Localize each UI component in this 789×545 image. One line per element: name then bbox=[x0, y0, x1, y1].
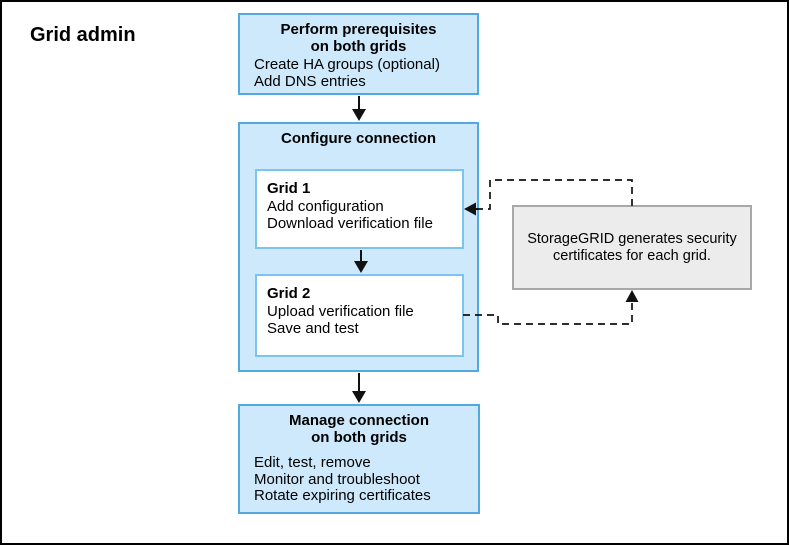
box-perform-prerequisites: Perform prerequisites on both grids Crea… bbox=[238, 13, 479, 95]
arrow-configure-to-manage bbox=[352, 373, 366, 403]
grid2-title: Grid 2 bbox=[267, 285, 311, 302]
prerequisites-title: Perform prerequisites on both grids bbox=[280, 21, 437, 55]
box-storagegrid-note: StorageGRID generates security certifica… bbox=[512, 205, 752, 290]
box-grid1: Grid 1 Add configuration Download verifi… bbox=[255, 169, 464, 249]
grid1-body: Add configuration Download verification … bbox=[267, 198, 433, 232]
box-manage-connection: Manage connection on both grids Edit, te… bbox=[238, 404, 480, 514]
dashed-connector-grid2-to-note bbox=[463, 290, 639, 325]
grid1-title: Grid 1 bbox=[267, 180, 311, 197]
box-grid2: Grid 2 Upload verification file Save and… bbox=[255, 274, 464, 357]
grid2-body: Upload verification file Save and test bbox=[267, 303, 414, 337]
prerequisites-body: Create HA groups (optional) Add DNS entr… bbox=[254, 56, 440, 90]
manage-body: Edit, test, remove Monitor and troublesh… bbox=[254, 454, 431, 504]
box-configure-connection: Configure connection Grid 1 Add configur… bbox=[238, 122, 479, 372]
manage-title: Manage connection on both grids bbox=[288, 412, 430, 446]
page-title: Grid admin bbox=[30, 24, 136, 46]
storagegrid-note-text: StorageGRID generates security certifica… bbox=[527, 231, 737, 264]
configure-title: Configure connection bbox=[281, 130, 436, 147]
arrow-prereq-to-configure bbox=[352, 96, 366, 121]
